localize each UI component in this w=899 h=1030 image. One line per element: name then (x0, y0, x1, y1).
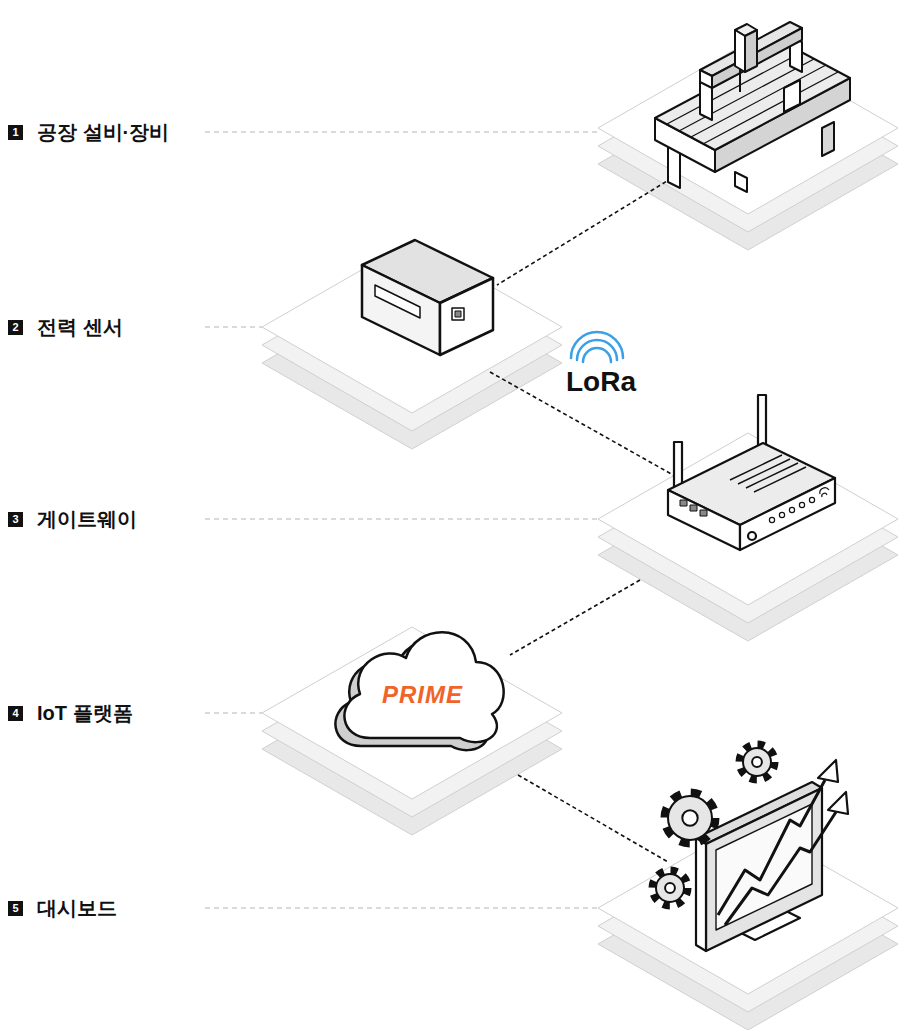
leader-lines (205, 132, 598, 908)
callout-number: 4 (8, 706, 23, 721)
dashboard-monitor (696, 760, 848, 951)
step-item: 5 대시보드 (8, 895, 117, 921)
protocol-label: LoRa (566, 366, 636, 398)
radio-waves (571, 332, 623, 362)
leader-line (205, 131, 598, 132)
platform (262, 627, 562, 799)
flow-line (518, 775, 668, 862)
leader-line (205, 907, 598, 908)
step-label: 공장 설비·장비 (37, 119, 169, 146)
leader-line (205, 712, 262, 713)
platform-cloud: PRIME (330, 608, 515, 758)
leader-line (205, 326, 262, 327)
flow-line (497, 178, 672, 285)
leader-line (205, 518, 598, 519)
step-item: 4 IoT 플랫폼 (8, 700, 133, 726)
callout-number: 5 (8, 901, 23, 916)
gear (665, 793, 715, 843)
power-sensor (362, 240, 493, 355)
step-item: 2 전력 센서 (8, 314, 123, 340)
cnc-machine (655, 22, 850, 192)
platforms (262, 42, 898, 1030)
step-label: 대시보드 (37, 895, 117, 922)
step-label: 전력 센서 (37, 314, 123, 341)
callout-number: 2 (8, 320, 23, 335)
step-label: IoT 플랫폼 (37, 700, 133, 727)
flow-line (510, 580, 640, 655)
step-item: 3 게이트웨이 (8, 506, 137, 532)
callout-number: 1 (8, 125, 23, 140)
callout-number: 3 (8, 512, 23, 527)
flow-lines (490, 178, 682, 862)
step-label: 게이트웨이 (37, 506, 137, 533)
brand-name: PRIME (330, 681, 515, 709)
gear (653, 871, 687, 905)
gear (740, 745, 774, 779)
gears (653, 745, 774, 905)
gateway-router (668, 395, 835, 550)
step-item: 1 공장 설비·장비 (8, 119, 169, 145)
